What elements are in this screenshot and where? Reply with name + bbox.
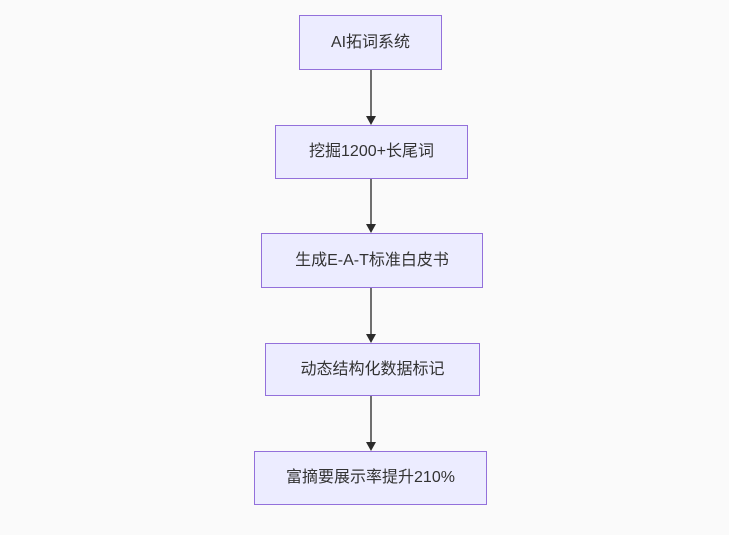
arrow-down-icon: [366, 224, 376, 233]
arrow-down-icon: [366, 334, 376, 343]
flow-edge-1: [365, 70, 377, 125]
flow-node-label: 动态结构化数据标记: [300, 360, 445, 378]
flow-edge-3: [365, 288, 377, 343]
flow-node-label: 生成E-A-T标准白皮书: [295, 251, 449, 269]
arrow-down-icon: [366, 442, 376, 451]
flow-node-longtail-keywords: 挖掘1200+长尾词: [275, 125, 468, 179]
flow-edge-2: [365, 179, 377, 233]
edge-line: [370, 288, 372, 337]
flow-node-ai-word-expansion-system: AI拓词系统: [299, 15, 442, 70]
flow-node-label: 富摘要展示率提升210%: [286, 469, 455, 486]
flow-edge-4: [365, 396, 377, 451]
flow-node-rich-snippet-rate: 富摘要展示率提升210%: [254, 451, 487, 505]
flow-node-structured-data-markup: 动态结构化数据标记: [265, 343, 480, 396]
edge-line: [370, 70, 372, 119]
arrow-down-icon: [366, 116, 376, 125]
edge-line: [370, 179, 372, 227]
flow-node-label: 挖掘1200+长尾词: [309, 143, 434, 160]
flow-node-eat-whitepaper: 生成E-A-T标准白皮书: [261, 233, 483, 288]
flow-node-label: AI拓词系统: [330, 33, 411, 51]
edge-line: [370, 396, 372, 445]
